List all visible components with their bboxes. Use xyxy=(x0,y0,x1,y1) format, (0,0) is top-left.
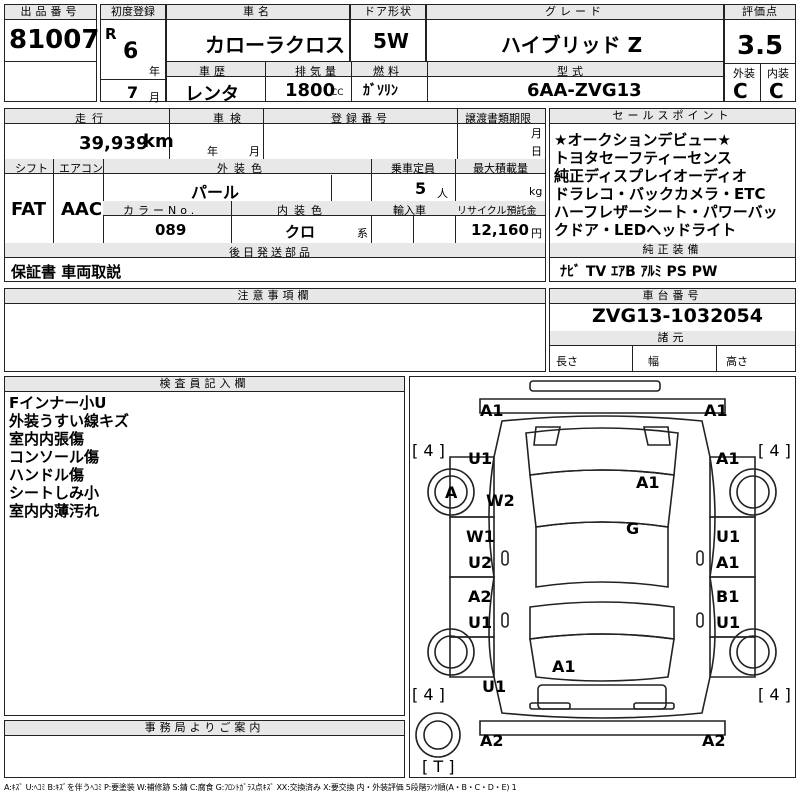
recycle-fee: 12,160 xyxy=(471,221,529,239)
lot-number: 81007 xyxy=(9,25,100,55)
car-name-label: 車名 xyxy=(167,5,349,20)
reg-year: 6 xyxy=(123,39,139,64)
inspector-line: 室内内張傷 xyxy=(9,430,85,448)
spec-row: 車歴 排気量 燃料 型式 レンタ 1800 CC ｶﾞｿﾘﾝ 6AA-ZVG13 xyxy=(166,61,724,105)
displacement: 1800 xyxy=(285,80,336,101)
shift: FAT xyxy=(11,199,47,220)
grade: ハイブリッド Z xyxy=(501,33,643,57)
color-number: 089 xyxy=(155,221,187,239)
detail-block: 走行 車検 登録番号 譲渡書類期限 39,939 km 年 月 月 日 シフト … xyxy=(4,108,546,282)
dmg-a1-front-fender-r: A1 xyxy=(716,449,740,468)
int-grade: C xyxy=(769,79,784,103)
dmg-a1-trunk: A1 xyxy=(552,657,576,676)
later-parts: 保証書 車両取説 xyxy=(11,263,122,281)
legend: A:ｷｽﾞ U:ﾍｺﾐ B:ｷｽﾞを伴うﾍｺﾐ P:要塗装 W:補修跡 S:錆 … xyxy=(4,783,517,792)
score-box: 評価点 3.5 外装 内装 C C xyxy=(724,4,796,103)
dmg-a2-left: A2 xyxy=(468,587,492,606)
capacity: 5 xyxy=(415,179,427,198)
dmg-a1-front-left: A1 xyxy=(480,401,504,420)
tire-rear-left: [ 4 ] xyxy=(412,685,445,704)
dmg-w1: W1 xyxy=(466,527,495,546)
body-color: パール xyxy=(191,183,240,202)
door-box: ドア形状 5W xyxy=(350,4,426,62)
car-outline xyxy=(415,380,777,758)
sales-line: ハーフレザーシート・パワーバッ xyxy=(554,203,778,221)
dmg-a-wheel: A xyxy=(445,483,458,502)
equipment: ﾅﾋﾞ TV ｴｱB ｱﾙﾐ PS PW xyxy=(560,264,718,280)
model: 6AA-ZVG13 xyxy=(527,80,642,101)
reg-month: 7 xyxy=(127,83,139,102)
sales-line: トヨタセーフティーセンス xyxy=(554,149,732,167)
dmg-a2-rear-right: A2 xyxy=(702,731,726,750)
dmg-u1-right-rear: U1 xyxy=(716,613,741,632)
inspector-line: ハンドル傷 xyxy=(9,466,85,484)
dmg-u1-right-door: U1 xyxy=(716,527,741,546)
tire-front-left: [ 4 ] xyxy=(412,441,445,460)
ext-grade: C xyxy=(733,79,748,103)
car-diagram: A1 A1 [ 4 ] [ 4 ] U1 A1 A W2 A1 G W1 U2 … xyxy=(409,376,796,778)
inspector-line: 室内内薄汚れ xyxy=(9,502,100,520)
ac: AAC xyxy=(61,199,103,220)
fuel: ｶﾞｿﾘﾝ xyxy=(363,83,398,99)
dmg-b1: B1 xyxy=(716,587,740,606)
first-reg-label: 初度登録 xyxy=(101,5,165,20)
inspector-line: 外装うすい線キズ xyxy=(9,412,130,430)
first-reg-box: 初度登録 R 6 年 7 月 xyxy=(100,4,166,104)
notes-box: 注意事項欄 xyxy=(4,288,546,372)
sales-line: ★オークションデビュー★ xyxy=(554,131,731,149)
inspector-line: シートしみ小 xyxy=(9,484,100,502)
mileage: 39,939 xyxy=(79,133,149,154)
dmg-g-glass: G xyxy=(626,519,640,538)
car-name: カローラクロス xyxy=(205,33,345,57)
interior-color: クロ xyxy=(285,223,316,241)
tire-front-right: [ 4 ] xyxy=(758,441,791,460)
dmg-a1-front-right: A1 xyxy=(704,401,728,420)
dmg-u1-rear: U1 xyxy=(482,677,507,696)
chassis-number: ZVG13-1032054 xyxy=(592,305,763,327)
dmg-a2-rear-left: A2 xyxy=(480,731,504,750)
tire-rear-right: [ 4 ] xyxy=(758,685,791,704)
grade-box: グレード ハイブリッド Z xyxy=(426,4,724,62)
sales-points: セールスポイント ★オークションデビュー★ トヨタセーフティーセンス 純正ディス… xyxy=(549,108,796,282)
dmg-u2: U2 xyxy=(468,553,493,572)
inspector-line: Fインナー小U xyxy=(9,394,107,412)
dmg-a1-right-door: A1 xyxy=(716,553,740,572)
office-box: 事務局よりご案内 xyxy=(4,720,405,778)
spare-tire: [ T ] xyxy=(422,757,455,776)
inspector-box: 検査員記入欄 Fインナー小U 外装うすい線キズ 室内内張傷 コンソール傷 ハンド… xyxy=(4,376,405,716)
sales-line: クドア・LEDヘッドライト xyxy=(554,221,737,239)
chassis-box: 車台番号 ZVG13-1032054 諸元 長さ 幅 高さ xyxy=(549,288,796,372)
lot-box: 出品番号 81007 xyxy=(4,4,100,102)
dmg-u1-left-rear: U1 xyxy=(468,613,493,632)
dmg-w2: W2 xyxy=(486,491,515,510)
dmg-a1-hood: A1 xyxy=(636,473,660,492)
inspector-line: コンソール傷 xyxy=(9,448,100,466)
car-name-box: 車名 カローラクロス xyxy=(166,4,350,62)
history: レンタ xyxy=(185,84,239,105)
score: 3.5 xyxy=(737,31,784,61)
sales-line: ドラレコ・バックカメラ・ETC xyxy=(554,185,766,203)
dmg-u1-front-fender: U1 xyxy=(468,449,493,468)
door-type: 5W xyxy=(373,29,409,53)
lot-label: 出品番号 xyxy=(5,5,96,20)
sales-line: 純正ディスプレイオーディオ xyxy=(554,167,747,185)
era: R xyxy=(105,25,117,43)
